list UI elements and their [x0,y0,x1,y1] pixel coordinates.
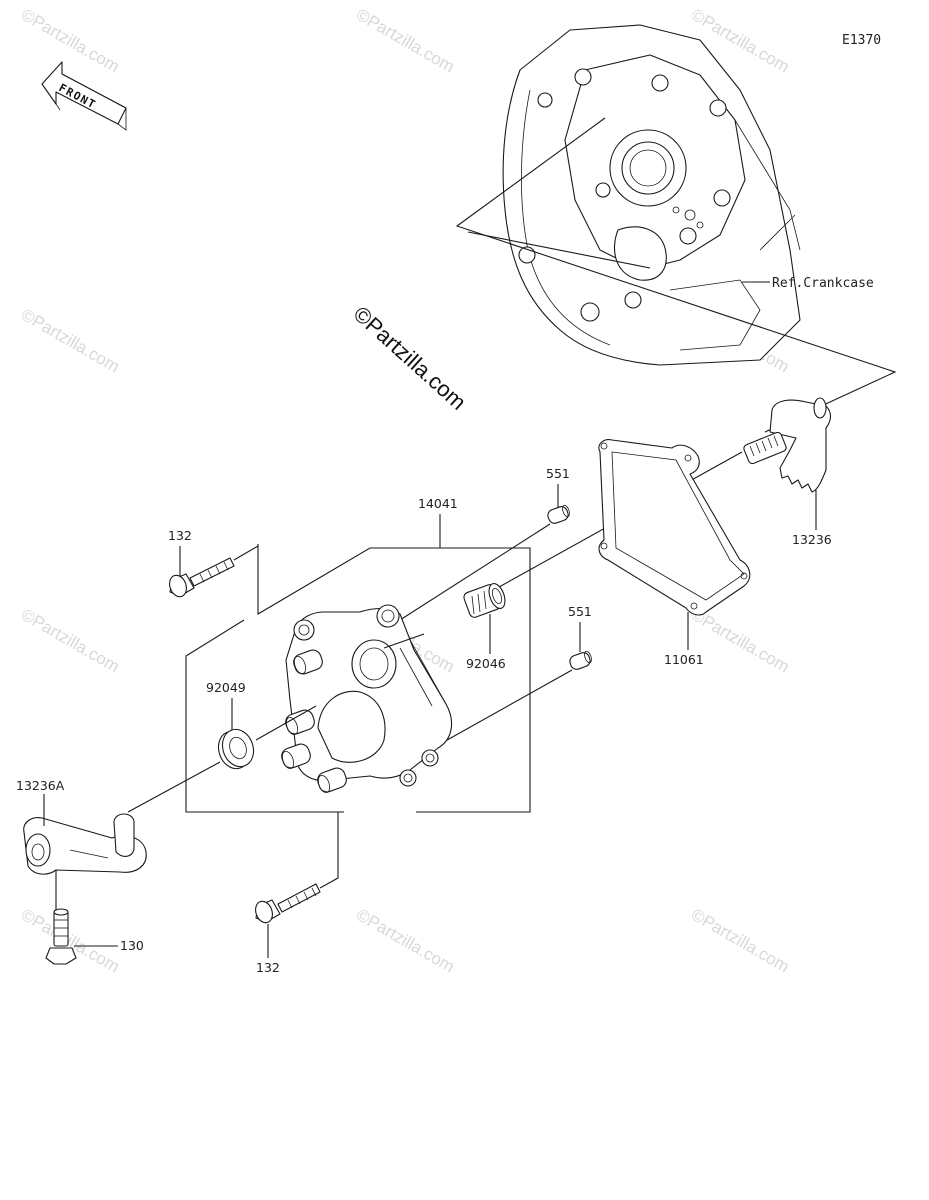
bracket-14041 [185,656,344,813]
ref-bracket-line [467,231,651,269]
crankcase-drawing [502,24,801,366]
part-number-92049: 92049 [206,680,246,695]
part-number-551-bottom: 551 [568,604,592,619]
gasket-11061 [598,439,751,616]
cover-axis-line [383,633,425,649]
part-number-130: 130 [120,938,144,953]
bolt-132-bottom [255,883,321,924]
dowel-pin-551-bottom [569,650,592,670]
part-number-13236A: 13236A [16,778,65,793]
seal-axis-line [255,705,317,741]
ref-bracket-line [455,117,897,433]
dowel-axis-line [399,523,551,621]
cover-14041 [281,604,453,794]
bracket-14041 [185,619,245,657]
dowel-axis-line [439,669,573,745]
dowel-pin-551-top [547,504,570,524]
bolt-axis-line [319,812,339,889]
seal-axis-line [127,761,221,813]
part-number-551-top: 551 [546,466,570,481]
part-number-92046: 92046 [466,656,506,671]
oil-seal-92049 [217,728,255,770]
watermark: ©Partzilla.com [353,905,458,976]
part-number-14041: 14041 [418,496,458,511]
watermark: ©Partzilla.com [18,305,123,376]
watermark: ©Partzilla.com [18,605,123,676]
watermark: ©Partzilla.com [353,5,458,76]
needle-bearing-92046 [463,583,506,618]
bolt-axis-line [233,545,259,561]
diagram-code: E1370 [842,33,881,48]
bracket-14041 [257,544,531,813]
center-watermark: ©Partzilla.com [349,301,471,415]
part-number-132-top: 132 [168,528,192,543]
bolt-130 [45,908,77,965]
part-number-11061: 11061 [664,652,704,667]
watermark: ©Partzilla.com [688,905,793,976]
part-number-132-bottom: 132 [256,960,280,975]
shift-lever-13236A [23,813,147,875]
ref-crankcase-label: Ref.Crankcase [772,276,874,291]
part-number-13236: 13236 [792,532,832,547]
watermark: ©Partzilla.com [18,905,123,976]
shift-shaft-13236 [743,397,832,493]
bolt-132-top [169,557,235,598]
watermark: ©Partzilla.com [18,5,123,76]
